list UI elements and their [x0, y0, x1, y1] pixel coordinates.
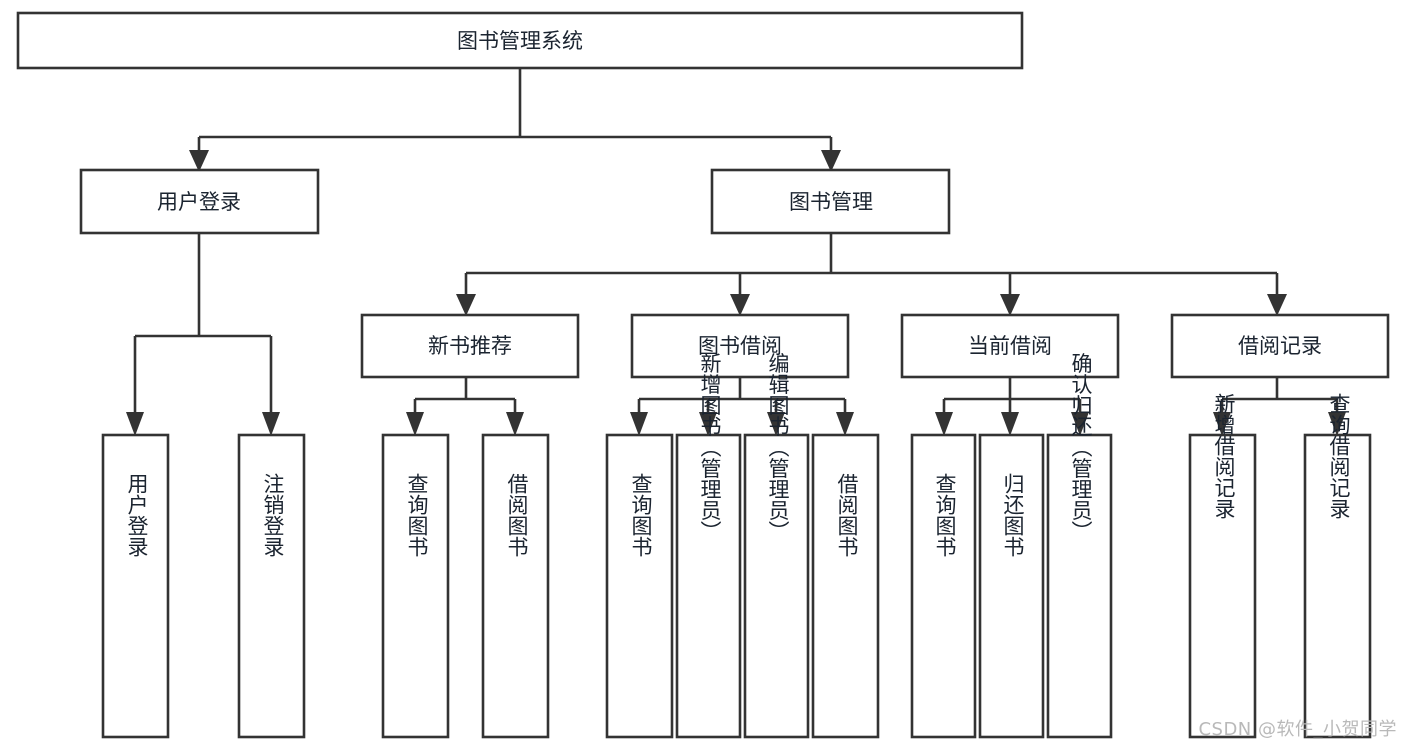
arrowhead-book-manage	[821, 150, 841, 172]
csdn-watermark: CSDN @软件_小贺同学	[1198, 719, 1397, 740]
node-user-login-box[interactable]	[79, 168, 320, 235]
leaf-user-login-2-label: 注销登录	[261, 473, 285, 557]
node-new-book-recommend[interactable]: 新书推荐	[360, 313, 580, 379]
arrowhead-book-borrow	[730, 294, 750, 316]
leaf-borrow-record-1-label: 新增借阅记录	[1212, 393, 1236, 519]
arrowhead-leaf-new-book-2	[506, 412, 524, 436]
arrowhead-borrow-record	[1267, 294, 1287, 316]
arrowhead-leaf-current-borrow-3	[1071, 412, 1089, 436]
node-root-box[interactable]	[16, 11, 1024, 70]
leaf-book-borrow-3-box[interactable]	[743, 433, 810, 739]
node-book-manage-box[interactable]	[710, 168, 951, 235]
arrowhead-new-book	[456, 294, 476, 316]
arrowhead-leaf-borrow-record-2	[1328, 412, 1346, 436]
arrowhead-leaf-current-borrow-1	[935, 412, 953, 436]
arrowhead-leaf-user-login-1	[126, 412, 144, 436]
arrowhead-leaf-user-login-2	[262, 412, 280, 436]
leaf-user-login-1[interactable]: 用户登录	[101, 433, 170, 739]
node-book-borrow-box[interactable]	[630, 313, 850, 379]
node-current-borrow-label: 当前借阅	[968, 334, 1052, 358]
leaf-current-borrow-2[interactable]: 归还图书	[978, 433, 1045, 739]
leaf-new-book-1-box[interactable]	[381, 433, 450, 739]
node-root[interactable]: 图书管理系统	[16, 11, 1024, 70]
leaf-borrow-record-2-box[interactable]	[1303, 433, 1372, 739]
leaf-book-borrow-4[interactable]: 借阅图书	[811, 433, 880, 739]
arrowhead-layer	[126, 150, 1346, 436]
arrowhead-leaf-current-borrow-2	[1001, 412, 1019, 436]
leaf-new-book-1[interactable]: 查询图书	[381, 433, 450, 739]
node-book-manage[interactable]: 图书管理	[710, 168, 951, 235]
node-current-borrow-box[interactable]	[900, 313, 1120, 379]
node-new-book-recommend-box[interactable]	[360, 313, 580, 379]
node-borrow-record[interactable]: 借阅记录	[1170, 313, 1390, 379]
leaf-book-borrow-3[interactable]: 编辑图书（管理员）	[743, 353, 810, 739]
leaf-current-borrow-2-box[interactable]	[978, 433, 1045, 739]
arrowhead-current-borrow	[1000, 294, 1020, 316]
leaf-current-borrow-1-box[interactable]	[910, 433, 977, 739]
leaf-book-borrow-3-label: 编辑图书（管理员）	[766, 353, 790, 542]
leaf-borrow-record-2[interactable]: 查询借阅记录	[1303, 393, 1372, 739]
leaf-book-borrow-2-box[interactable]	[675, 433, 742, 739]
node-user-login[interactable]: 用户登录	[79, 168, 320, 235]
node-user-login-label: 用户登录	[157, 190, 241, 214]
node-book-borrow-label: 图书借阅	[698, 334, 782, 358]
node-book-manage-label: 图书管理	[789, 190, 873, 214]
leaf-borrow-record-1[interactable]: 新增借阅记录	[1188, 393, 1257, 739]
arrowhead-leaf-book-borrow-1	[630, 412, 648, 436]
leaf-user-login-1-box[interactable]	[101, 433, 170, 739]
leaf-book-borrow-2[interactable]: 新增图书（管理员）	[675, 353, 742, 739]
node-borrow-record-box[interactable]	[1170, 313, 1390, 379]
arrowhead-leaf-book-borrow-4	[836, 412, 854, 436]
leaf-new-book-1-label: 查询图书	[405, 473, 429, 557]
node-new-book-recommend-label: 新书推荐	[428, 334, 512, 358]
node-current-borrow[interactable]: 当前借阅	[900, 313, 1120, 379]
node-borrow-record-label: 借阅记录	[1238, 334, 1322, 358]
leaf-current-borrow-1-label: 查询图书	[933, 473, 957, 557]
leaf-book-borrow-1-box[interactable]	[605, 433, 674, 739]
leaf-book-borrow-1[interactable]: 查询图书	[605, 433, 674, 739]
node-root-label: 图书管理系统	[457, 29, 583, 53]
leaf-book-borrow-4-box[interactable]	[811, 433, 880, 739]
leaf-user-login-2[interactable]: 注销登录	[237, 433, 306, 739]
leaf-new-book-2-label: 借阅图书	[505, 473, 529, 557]
leaf-current-borrow-2-label: 归还图书	[1001, 473, 1025, 557]
arrowhead-user-login	[189, 150, 209, 172]
arrowhead-leaf-borrow-record-1	[1213, 412, 1231, 436]
leaf-borrow-record-1-box[interactable]	[1188, 433, 1257, 739]
leaf-user-login-1-label: 用户登录	[125, 473, 149, 557]
leaf-borrow-record-2-label: 查询借阅记录	[1327, 393, 1351, 519]
leaf-current-borrow-3-label: 确认归还（管理员）	[1069, 353, 1093, 542]
arrowhead-leaf-book-borrow-3	[767, 412, 785, 436]
leaf-book-borrow-4-label: 借阅图书	[835, 473, 859, 557]
leaf-book-borrow-1-label: 查询图书	[629, 473, 653, 557]
leaf-new-book-2[interactable]: 借阅图书	[481, 433, 550, 739]
leaf-book-borrow-2-label: 新增图书（管理员）	[698, 353, 722, 542]
node-book-borrow[interactable]: 图书借阅	[630, 313, 850, 379]
leaf-user-login-2-box[interactable]	[237, 433, 306, 739]
leaf-new-book-2-box[interactable]	[481, 433, 550, 739]
arrowhead-leaf-book-borrow-2	[699, 412, 717, 436]
leaf-current-borrow-1[interactable]: 查询图书	[910, 433, 977, 739]
leaf-current-borrow-3-box[interactable]	[1046, 433, 1113, 739]
arrowhead-leaf-new-book-1	[406, 412, 424, 436]
leaf-current-borrow-3[interactable]: 确认归还（管理员）	[1046, 353, 1113, 739]
